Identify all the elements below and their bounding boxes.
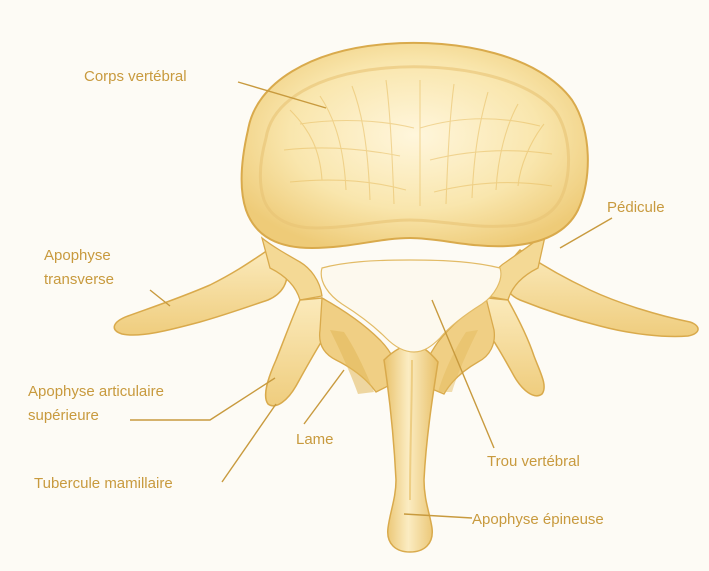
label-apophyse-transverse-line1: Apophyse	[44, 247, 111, 264]
vertebral-body	[242, 43, 588, 248]
leader-tubercule-mamillaire	[222, 404, 276, 482]
label-corps-vertebral: Corps vertébral	[84, 68, 187, 85]
label-pedicule: Pédicule	[607, 199, 665, 216]
label-tubercule-mamillaire: Tubercule mamillaire	[34, 475, 173, 492]
label-apophyse-articulaire-line2: supérieure	[28, 407, 99, 424]
label-lame: Lame	[296, 431, 334, 448]
label-trou-vertebral: Trou vertébral	[487, 453, 580, 470]
leader-lame	[304, 370, 344, 424]
label-apophyse-transverse-line2: transverse	[44, 271, 114, 288]
label-apophyse-articulaire-line1: Apophyse articulaire	[28, 383, 164, 400]
left-transverse-process	[114, 250, 287, 335]
leader-apophyse-transverse	[150, 290, 170, 306]
label-apophyse-epineuse: Apophyse épineuse	[472, 511, 604, 528]
